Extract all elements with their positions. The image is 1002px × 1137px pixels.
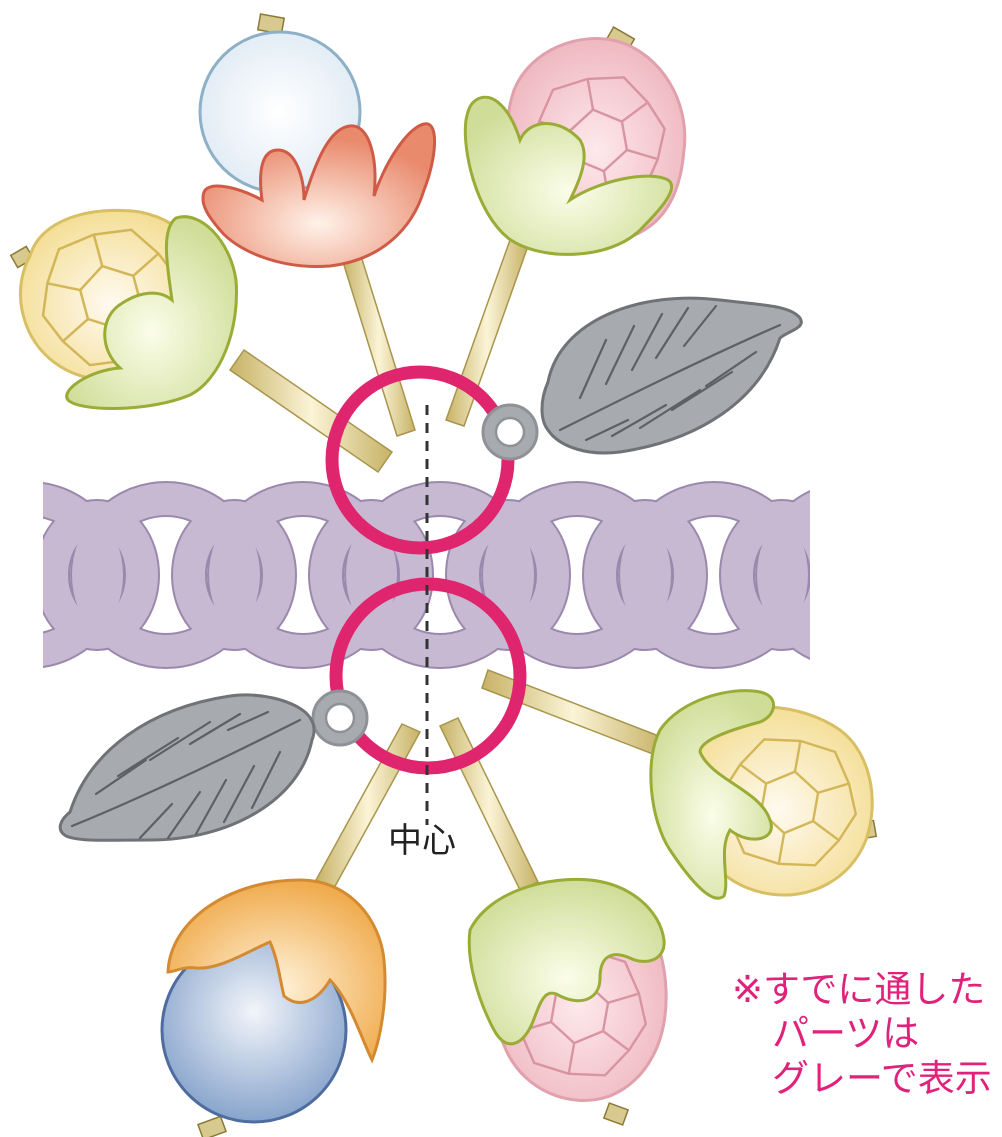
cap-green-top-left	[65, 215, 239, 410]
chain	[43, 481, 810, 669]
cap-orange-bottom-left	[166, 878, 387, 1064]
bead-blue-bottom-left	[160, 878, 387, 1137]
cap-green-right	[649, 689, 775, 900]
note-line-3: グレーで表示	[772, 1056, 992, 1100]
jump-ring-top	[325, 365, 515, 555]
leaf-charm-top-right	[540, 296, 803, 455]
bead-yellow-top-left	[9, 208, 239, 410]
note-line-1: ※すでに通した	[732, 968, 986, 1011]
bead-pink-bottom-right	[467, 877, 668, 1126]
bead-pink-top-right	[463, 26, 687, 256]
cap-green-top-right	[463, 95, 674, 256]
center-label: 中心	[388, 821, 456, 861]
leaf-charm-bottom-left	[58, 693, 316, 842]
bead-white-top-center	[198, 13, 436, 269]
note-line-2: パーツは	[772, 1012, 920, 1056]
pin-top-left	[228, 348, 394, 474]
note-text: ※すでに通した パーツは グレーで表示	[732, 968, 992, 1101]
bead-yellow-right	[649, 689, 878, 900]
cap-orange-red-top-center	[201, 122, 436, 269]
cap-green-bottom-right	[467, 877, 666, 1046]
